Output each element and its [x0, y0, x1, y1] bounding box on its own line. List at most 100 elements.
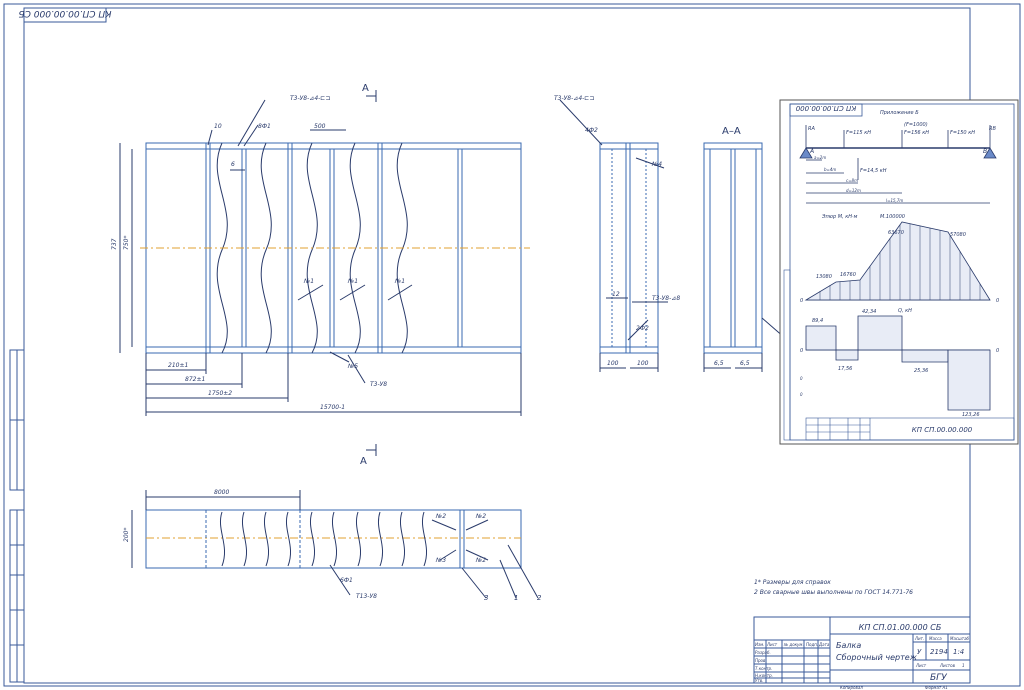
label-n1-c: №1	[394, 278, 405, 285]
plan-view	[131, 490, 539, 599]
plan-label-n2-a: №2	[435, 513, 446, 520]
title-row-utv: Утв.	[755, 678, 763, 683]
overlay-shear-q5: 123,26	[962, 412, 980, 418]
title-code: КП СП.01.00.000 СБ	[859, 623, 942, 632]
side-dim-100-left: 100	[607, 360, 619, 367]
section-title: А–А	[722, 126, 741, 137]
outer-frame	[3, 3, 1021, 687]
overlay-val-mid-right: 0	[996, 348, 999, 354]
overlay-ra: RА	[808, 126, 815, 132]
plan-pos-2: 2	[537, 594, 542, 602]
overlay-force-f4: F=14,5 кН	[860, 168, 887, 174]
overlay-shear-q3: 17,56	[838, 366, 852, 372]
overlay-force-f3: F=150 кН	[950, 130, 975, 136]
weld-label-bottom: Т3-У8	[370, 381, 387, 388]
label-n5: №5	[347, 363, 358, 370]
overlay-shear-q2: 42,34	[862, 309, 876, 315]
section-dim-left: 6,5	[714, 360, 724, 367]
overlay-val-left2: 16760	[840, 272, 856, 278]
overlay-dim-c1: c=8m	[846, 178, 858, 183]
title-mass-value: 2194	[930, 648, 948, 656]
overlay-axis-q: Q, кН	[898, 308, 912, 314]
overlay-force-f2: F=156 кН	[904, 130, 929, 136]
overlay-dim-b1: b=4m	[824, 167, 836, 172]
title-row-izm: Изм.	[755, 642, 764, 647]
title-row-nkontr: Н.контр.	[755, 673, 773, 678]
title-name-2: Сборочный чертеж	[836, 653, 918, 662]
side-label-n4: №4	[651, 161, 662, 168]
height-inner: 750*	[123, 236, 130, 250]
dim-a: 210±1	[168, 362, 188, 369]
section-marker-bottom: А	[360, 456, 367, 467]
overlay-support-b: В	[983, 148, 987, 155]
dim-top-mid: 8Ф1	[258, 123, 271, 130]
title-row-podp: Подп.	[806, 642, 818, 647]
dim-top-small: 6	[231, 161, 235, 168]
overlay-epure-label: Эпюр М, кН·м	[821, 214, 858, 220]
plan-pos-3: 3	[484, 594, 488, 602]
title-scale-value: 1:4	[953, 648, 964, 656]
title-copied: Копировал	[840, 685, 863, 690]
overlay-doc-code: КП СП.00.00.000	[912, 426, 973, 434]
plan-dim-top: 8000	[214, 489, 229, 496]
title-org: БГУ	[930, 673, 947, 683]
overlay-val-peak: 63670	[888, 230, 904, 236]
mirror-code: КП СП.00.00.000 СБ	[18, 8, 111, 18]
overlay-epure-note: М.100000	[880, 214, 905, 220]
plan-pos-1: 1	[514, 594, 518, 602]
overlay-sheet	[779, 99, 1019, 445]
overlay-shear-q4: 25,36	[914, 368, 928, 374]
dim-b: 872±1	[185, 376, 205, 383]
plan-label-n2-b: №2	[475, 513, 486, 520]
side-weld-symbol: Т3-У8-⊿4-⊏⊐	[554, 95, 594, 102]
plan-height: 200*	[123, 528, 130, 542]
title-row-razrab: Разраб.	[755, 650, 771, 655]
overlay-val-right: 57080	[950, 232, 966, 238]
overlay-force-f1: F=115 кН	[846, 130, 871, 136]
plan-label-n3: №3	[435, 557, 446, 564]
section-view	[703, 142, 786, 372]
plan-dim-angle: 6Ф1	[340, 577, 353, 584]
overlay-val-left1: 13080	[816, 274, 832, 280]
section-marker-top: А	[362, 83, 369, 94]
title-row-ndok: № докум.	[783, 642, 804, 647]
title-col-mass: Масса	[929, 636, 942, 641]
overlay-axis-zero-d: 0	[800, 392, 803, 397]
weld-symbol-top: Т3-У8-⊿4-⊏⊐	[290, 95, 330, 102]
overlay-mirror-code: КП СП.00.00.000	[795, 104, 856, 112]
overlay-axis-zero-b: 0	[800, 348, 803, 354]
overlay-force-bracket: (F=1000)	[904, 122, 928, 128]
label-n1-a: №1	[303, 278, 314, 285]
title-format: Формат А1	[925, 685, 948, 690]
title-row-list: Лист	[766, 642, 778, 647]
overlay-dim-a1: a=2m	[814, 155, 826, 160]
title-block	[753, 616, 971, 684]
overlay-axis-zero-a: 0	[800, 298, 803, 304]
title-name-1: Балка	[836, 641, 861, 650]
overlay-dim-d: d=12m	[846, 188, 861, 193]
side-view	[559, 99, 668, 372]
title-lit-value: У	[917, 648, 922, 656]
overlay-axis-zero-c: 0	[800, 376, 803, 381]
title-sheets-value: 1	[962, 663, 965, 668]
title-col-scale: Масштаб	[950, 636, 970, 641]
dim-c: 1750±2	[208, 390, 232, 397]
title-sheet-label: Лист	[915, 663, 927, 668]
overlay-appendix: Приложение Б	[880, 110, 919, 116]
plan-label-n2-c: №2	[475, 557, 486, 564]
note-line-1: 1* Размеры для справок	[754, 579, 831, 586]
note-line-2: 2 Все сварные швы выполнены по ГОСТ 14.7…	[754, 589, 913, 596]
side-dim-angle: 4Ф2	[585, 127, 598, 134]
title-col-lit: Лит.	[914, 636, 924, 641]
label-n1-b: №1	[347, 278, 358, 285]
title-row-tkontr: Т.контр.	[755, 666, 772, 671]
title-row-prov: Пров.	[755, 658, 767, 663]
mirror-code-box	[23, 7, 107, 23]
overlay-rb: RВ	[989, 126, 996, 132]
overlay-support-a: А	[809, 148, 814, 155]
height-outer: 737	[111, 238, 118, 250]
dim-top-right: 500	[314, 123, 326, 130]
overlay-shear-q1: 89,4	[812, 318, 823, 324]
title-row-data: Дата	[818, 642, 830, 647]
